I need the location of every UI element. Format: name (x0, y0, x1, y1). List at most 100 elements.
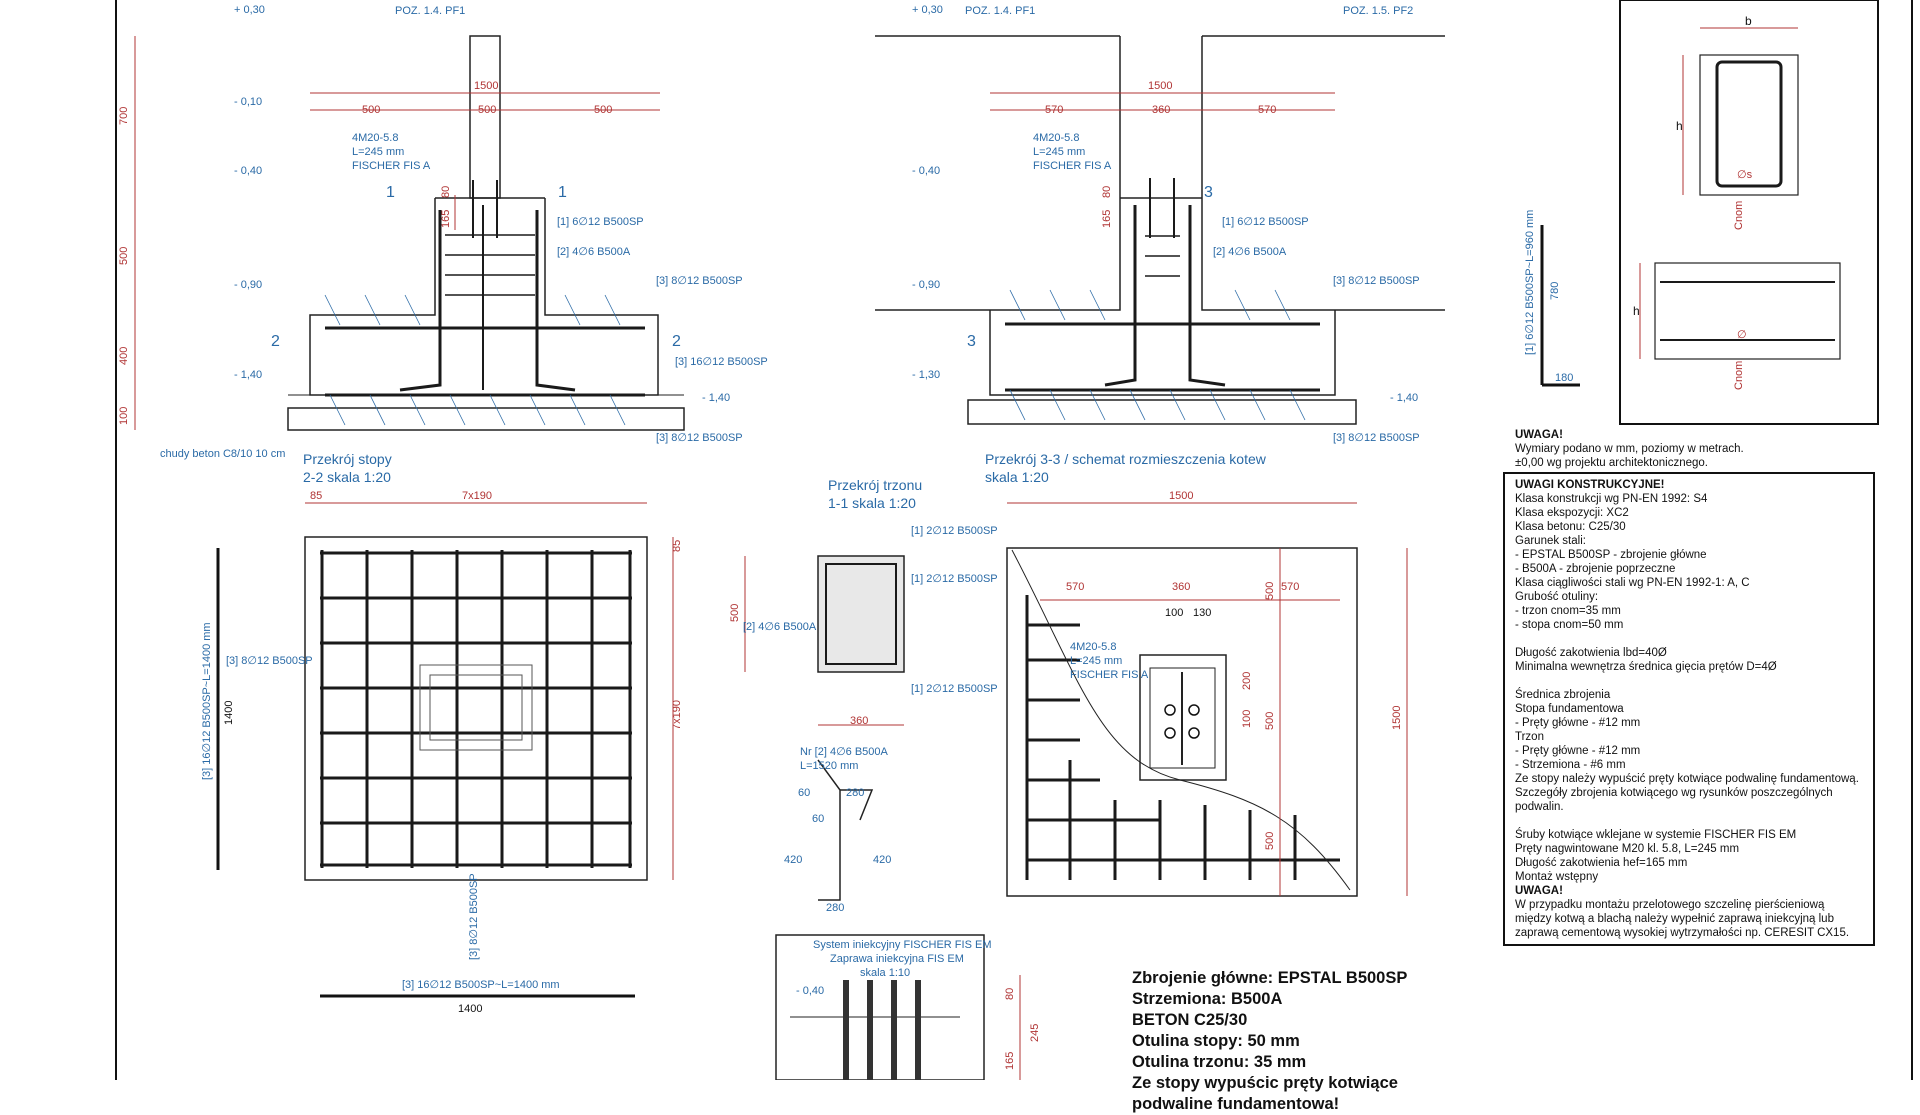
rebar-3: [3] 8∅12 B500SP (656, 275, 743, 287)
anchor-1: 4M20-5.8 (352, 132, 398, 144)
notes-line: podwalin. (1515, 801, 1564, 813)
plan-top-7x190: 7x190 (462, 490, 492, 502)
notes-line: Śruby kotwiące wklejane w systemie FISCH… (1515, 829, 1797, 841)
s-280b: 280 (826, 902, 844, 914)
title-3-3-a: Przekrój 3-3 / schemat rozmieszczenia ko… (985, 451, 1267, 467)
pr-v100: 100 (1241, 710, 1253, 728)
inj-165: 165 (1004, 1052, 1016, 1070)
s-60b: 60 (812, 813, 824, 825)
construction-notes: UWAGI KONSTRUKCYJNE! Klasa konstrukcji w… (1503, 472, 1875, 946)
rebar-r2: [2] 4∅6 B500A (1213, 246, 1287, 258)
notes-line: W przypadku montażu przelotowego szczeli… (1515, 899, 1825, 911)
notes-line: Stopa fundamentowa (1515, 703, 1624, 715)
sd-c2: Cnom (1733, 361, 1745, 390)
svg-text:- 1,40: - 1,40 (234, 369, 262, 381)
plan-left: 85 7x190 85 7x190 [3] 8∅12 B500SP [3] 16… (201, 490, 683, 1015)
uwaga-top-heading: UWAGA! (1515, 429, 1563, 441)
dim-700: 700 (118, 107, 130, 125)
s11-width: 360 (850, 715, 868, 727)
pr-v500a: 500 (1264, 582, 1276, 600)
pr-1500: 1500 (1169, 490, 1193, 502)
summary-line: BETON C25/30 (1132, 1011, 1248, 1029)
col-label-2: POZ. 1.5. PF2 (1343, 5, 1413, 17)
notes-line: Klasa ciągliwości stali wg PN-EN 1992-1:… (1515, 577, 1750, 589)
sd-h: h (1676, 119, 1683, 133)
s11-height: 500 (729, 604, 741, 622)
rebar-r3: [3] 8∅12 B500SP (1333, 275, 1420, 287)
lean-concrete: chudy beton C8/10 10 cm (160, 448, 285, 460)
notes-line: Szczegóły zbrojenia kotwiącego wg rysunk… (1515, 787, 1833, 799)
notes-line: Pręty nagwintowane M20 kl. 5.8, L=245 mm (1515, 843, 1740, 855)
marker-1b: 1 (558, 184, 567, 201)
title-2-2-b: 2-2 skala 1:20 (303, 469, 391, 485)
dim-570-b: 570 (1258, 104, 1276, 116)
rebar-3b: [3] 16∅12 B500SP (675, 356, 768, 368)
pr-130: 130 (1193, 607, 1211, 619)
plan-right-7x190: 7x190 (671, 700, 683, 730)
notes-line: Długość zakotwienia hef=165 mm (1515, 857, 1688, 869)
notes-line: Montaż wstępny (1515, 871, 1599, 883)
notes-lines: Klasa konstrukcji wg PN-EN 1992: S4 Klasa… (1515, 492, 1863, 884)
col-label: POZ. 1.4. PF1 (395, 5, 465, 17)
s-60a: 60 (798, 787, 810, 799)
svg-text:- 0,10: - 0,10 (234, 96, 262, 108)
dim-80-r: 80 (1101, 186, 1113, 198)
s-420a: 420 (784, 854, 802, 866)
plan-top-85: 85 (310, 490, 322, 502)
pr-1500h: 1500 (1391, 706, 1403, 730)
notes-line: - trzon cnom=35 mm (1515, 605, 1621, 617)
pr-100: 100 (1165, 607, 1183, 619)
pr-570a: 570 (1066, 581, 1084, 593)
levels-left: + 0,30 - 0,10 - 0,40 - 0,90 - 1,40 - 1,4… (234, 4, 730, 404)
notes-line: - EPSTAL B500SP - zbrojenie główne (1515, 549, 1707, 561)
notes-line: Długość zakotwienia lbd=40Ø (1515, 647, 1667, 659)
plan-bar-3: [3] 8∅12 B500SP (468, 873, 480, 960)
summary-line: Otulina trzonu: 35 mm (1132, 1053, 1307, 1071)
pr-anchor-3: FISCHER FIS A (1070, 669, 1149, 681)
s-420b: 420 (873, 854, 891, 866)
notes-line: Trzon (1515, 731, 1544, 743)
notes-line: między kotwą a blachą należy wypełnić za… (1515, 913, 1834, 925)
svg-text:+ 0,30: + 0,30 (234, 4, 265, 16)
notes-line: Klasa ekspozycji: XC2 (1515, 507, 1629, 519)
injection-detail: System iniekcyjny FISCHER FIS EM Zaprawa… (775, 934, 1041, 1080)
notes-line: - stopa cnom=50 mm (1515, 619, 1624, 631)
plan-bottom-dim: 1400 (458, 1003, 482, 1015)
notes-line: Klasa konstrukcji wg PN-EN 1992: S4 (1515, 493, 1708, 505)
sd-bar: [1] 6∅12 B500SP~L=960 mm (1524, 210, 1536, 355)
sd-b: b (1745, 14, 1752, 28)
svg-text:- 1,40: - 1,40 (1390, 392, 1418, 404)
r2: [1] 2∅12 B500SP (911, 573, 998, 585)
dim-100: 100 (118, 407, 130, 425)
title-1-1-b: 1-1 skala 1:20 (828, 495, 916, 511)
notes-line: - Pręty główne - #12 mm (1515, 745, 1641, 757)
marker-3a: 3 (1204, 184, 1213, 201)
notes-line: - Strzemiona - #6 mm (1515, 759, 1626, 771)
dim-80: 80 (440, 186, 452, 198)
pr-v500b: 500 (1264, 712, 1276, 730)
svg-text:- 0,90: - 0,90 (234, 279, 262, 291)
uwaga-top: UWAGA! Wymiary podano w mm, poziomy w me… (1515, 428, 1875, 470)
notes-line: Minimalna wewnętrza średnica gięcia pręt… (1515, 661, 1777, 673)
pr-anchor-1: 4M20-5.8 (1070, 641, 1116, 653)
r4: [2] 4∅6 B500A (743, 621, 817, 633)
summary-line: Zbrojenie główne: EPSTAL B500SP (1132, 969, 1408, 987)
marker-2a: 2 (271, 333, 280, 350)
notes-line: zaprawą cementową wysokiej wytrzymałości… (1515, 927, 1850, 939)
section-2-2: 1500 500 500 500 700 500 400 100 80 165 … (118, 4, 768, 485)
pr-anchor-2: L=245 mm (1070, 655, 1122, 667)
notes-line: - B500A - zbrojenie poprzeczne (1515, 563, 1676, 575)
inj-245: 245 (1029, 1024, 1041, 1042)
inj-level: - 0,40 (796, 985, 824, 997)
dim-500-b: 500 (478, 104, 496, 116)
svg-text:- 0,40: - 0,40 (912, 165, 940, 177)
dim-1500-r: 1500 (1148, 80, 1172, 92)
sd-c1: Cnom (1733, 201, 1745, 230)
sd-phi2: ∅ (1737, 329, 1747, 341)
inj-80: 80 (1004, 988, 1016, 1000)
marker-3b: 3 (967, 333, 976, 350)
svg-text:+ 0,30: + 0,30 (912, 4, 943, 16)
dim-1500: 1500 (474, 80, 498, 92)
levels-right: + 0,30 - 0,40 - 0,90 - 1,30 - 1,40 (912, 4, 1418, 404)
